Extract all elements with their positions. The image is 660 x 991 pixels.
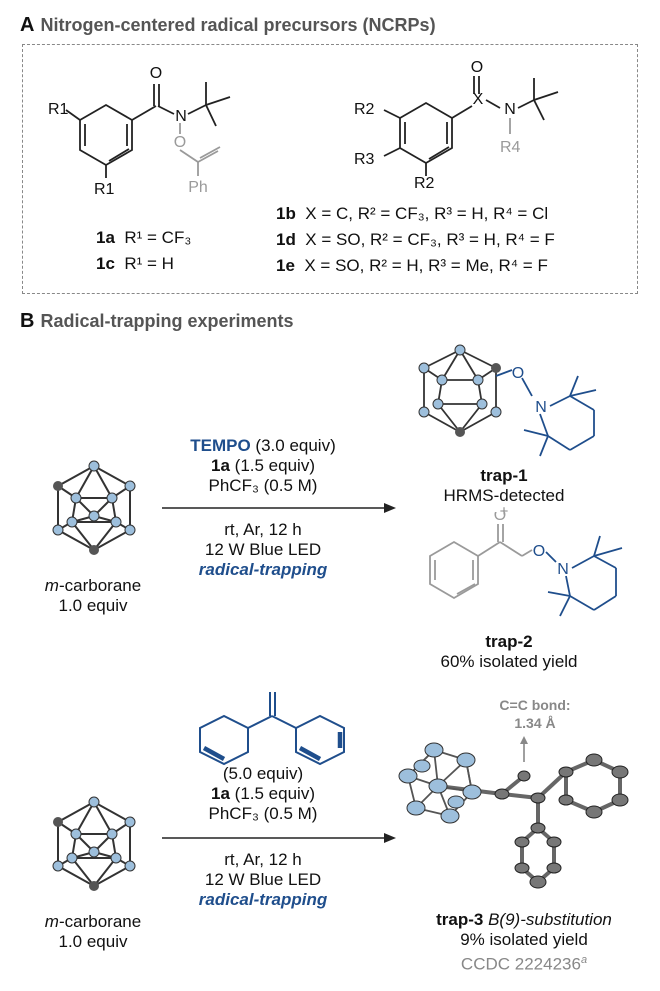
condition-trapping: radical-trapping xyxy=(198,560,328,579)
reagent-1a: 1a xyxy=(211,456,230,475)
plus-sign: + xyxy=(499,503,509,520)
structure-trap-3-ortep xyxy=(398,736,629,889)
atom-ph: Ph xyxy=(188,179,208,196)
conditions-above-1: TEMPO (3.0 equiv) 1a (1.5 equiv) PhCF₃ (… xyxy=(158,436,368,496)
ccdc-text: CCDC 2224236 xyxy=(460,954,581,974)
substrate-italic: m xyxy=(44,912,59,931)
trap-1-note: HRMS-detected xyxy=(443,486,565,505)
atom-r4: R4 xyxy=(500,139,521,156)
atom-o: O xyxy=(471,59,483,76)
reaction-arrow-2 xyxy=(162,833,396,843)
product-trap-3-label: trap-3 B(9)-substitution 9% isolated yie… xyxy=(404,910,644,975)
atom-n: N xyxy=(557,561,569,578)
reagent-1a: 1a xyxy=(211,784,230,803)
atom-r1-bottom: R1 xyxy=(94,181,115,198)
substrate-label-1: m-carborane 1.0 equiv xyxy=(18,576,168,616)
atom-r2-top: R2 xyxy=(354,101,375,118)
bond-label-line1: C=C bond: xyxy=(499,697,571,713)
compound-id: 1b xyxy=(276,204,296,223)
condition-trapping: radical-trapping xyxy=(198,890,328,909)
solvent: PhCF₃ (0.5 M) xyxy=(208,804,318,823)
substrate-equiv: 1.0 equiv xyxy=(58,932,128,951)
section-b-letter: B xyxy=(20,310,35,332)
compound-desc: R¹ = H xyxy=(124,254,174,273)
section-a-letter: A xyxy=(20,14,35,36)
compound-id: 1a xyxy=(96,228,115,247)
compound-desc: X = SO, R² = CF₃, R³ = H, R⁴ = F xyxy=(305,230,555,249)
substrate-equiv: 1.0 equiv xyxy=(58,596,128,615)
atom-r2-bottom: R2 xyxy=(414,175,435,190)
solvent: PhCF₃ (0.5 M) xyxy=(208,476,318,495)
ccdc-number: CCDC 2224236a xyxy=(404,950,644,975)
condition-light: 12 W Blue LED xyxy=(204,870,322,889)
trap-1-id: trap-1 xyxy=(480,466,528,485)
reagent-tempo: TEMPO xyxy=(190,436,251,455)
compound-label-1e: 1e X = SO, R² = H, R³ = Me, R⁴ = F xyxy=(276,256,548,276)
conditions-below-1: rt, Ar, 12 h 12 W Blue LED radical-trapp… xyxy=(158,520,368,580)
ccdc-footnote: a xyxy=(580,954,588,966)
conditions-below-2: rt, Ar, 12 h 12 W Blue LED radical-trapp… xyxy=(158,850,368,910)
condition-temp: rt, Ar, 12 h xyxy=(224,850,302,869)
structure-trap-1: O N xyxy=(418,344,597,457)
product-trap-1-label: trap-1 HRMS-detected + xyxy=(424,466,584,520)
substrate-italic: m xyxy=(44,576,59,595)
reagent-dpe-equiv: (5.0 equiv) xyxy=(222,764,304,783)
reagent-1a-equiv: (1.5 equiv) xyxy=(234,456,315,475)
compound-label-1a: 1a R¹ = CF₃ xyxy=(96,228,191,248)
bond-label: C=C bond: 1.34 Å xyxy=(480,696,590,732)
compound-id: 1d xyxy=(276,230,296,249)
atom-o-carbonyl: O xyxy=(150,65,162,82)
trap-2-note: 60% isolated yield xyxy=(440,652,578,671)
compound-label-1c: 1c R¹ = H xyxy=(96,254,174,274)
ncrp-dashed-box xyxy=(22,44,638,294)
bond-label-line2: 1.34 Å xyxy=(514,715,556,731)
compound-id: 1e xyxy=(276,256,295,275)
conditions-above-2: (5.0 equiv) 1a (1.5 equiv) PhCF₃ (0.5 M) xyxy=(158,764,368,824)
compound-desc: X = C, R² = CF₃, R³ = H, R⁴ = Cl xyxy=(305,204,549,223)
structure-1b-1d-1e: O X N R2 R3 R2 R4 xyxy=(354,59,559,190)
compound-label-1b: 1b X = C, R² = CF₃, R³ = H, R⁴ = Cl xyxy=(276,204,548,224)
compound-id: 1c xyxy=(96,254,115,273)
substrate-label-2: m-carborane 1.0 equiv xyxy=(18,912,168,952)
structure-1a-1c: O N O Ph R1 R1 xyxy=(48,65,231,198)
atom-o-ether: O xyxy=(174,134,186,151)
trap-2-id: trap-2 xyxy=(485,632,533,651)
atom-x: X xyxy=(473,91,484,108)
atom-o: O xyxy=(512,365,524,382)
atom-o-carbonyl: O xyxy=(494,512,506,524)
condition-light: 12 W Blue LED xyxy=(204,540,322,559)
substrate-name: -carborane xyxy=(58,576,142,595)
product-trap-2-label: trap-2 60% isolated yield xyxy=(424,632,594,672)
condition-temp: rt, Ar, 12 h xyxy=(224,520,302,539)
atom-r3: R3 xyxy=(354,151,375,168)
atom-n: N xyxy=(504,101,516,118)
section-b-title: Radical-trapping experiments xyxy=(40,311,294,331)
trap-3-id: trap-3 xyxy=(436,910,484,929)
trap-3-yield: 9% isolated yield xyxy=(460,930,588,949)
atom-r1-top: R1 xyxy=(48,101,69,118)
compound-desc: X = SO, R² = H, R³ = Me, R⁴ = F xyxy=(304,256,548,275)
carborane-cage-2 xyxy=(52,796,136,891)
structure-diphenylethylene xyxy=(199,692,345,766)
reaction-arrow-1 xyxy=(162,503,396,513)
compound-label-1d: 1d X = SO, R² = CF₃, R³ = H, R⁴ = F xyxy=(276,230,555,250)
substrate-name: -carborane xyxy=(58,912,142,931)
carborane-cage-1 xyxy=(52,460,136,555)
atom-n: N xyxy=(535,399,547,416)
reagent-1a-equiv: (1.5 equiv) xyxy=(234,784,315,803)
trap-3-substitution: B(9)-substitution xyxy=(488,910,612,929)
section-a-title: Nitrogen-centered radical precursors (NC… xyxy=(40,15,436,35)
atom-n: N xyxy=(175,108,187,125)
structure-trap-2: O O N xyxy=(429,512,623,617)
compound-desc: R¹ = CF₃ xyxy=(124,228,192,247)
atom-o: O xyxy=(533,543,545,560)
reagent-tempo-equiv: (3.0 equiv) xyxy=(255,436,336,455)
